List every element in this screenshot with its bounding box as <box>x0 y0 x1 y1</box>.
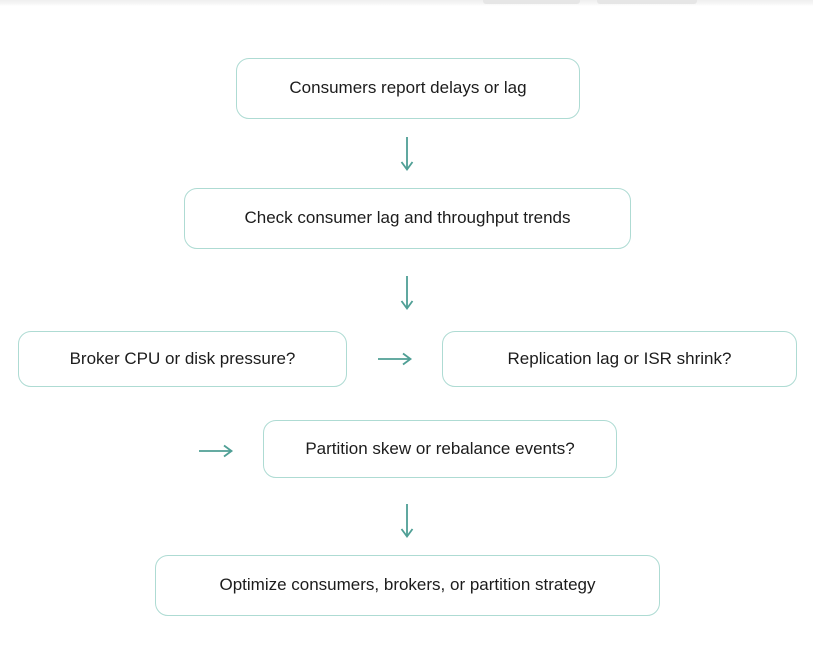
flowchart-node-check-lag: Check consumer lag and throughput trends <box>184 188 631 249</box>
node-label: Partition skew or rebalance events? <box>305 438 575 458</box>
arrow-right-icon <box>376 350 414 368</box>
top-edge-button-2[interactable] <box>597 0 697 4</box>
arrow-down-icon <box>398 135 416 173</box>
node-label: Consumers report delays or lag <box>289 78 527 98</box>
flowchart-node-replication-lag: Replication lag or ISR shrink? <box>442 331 797 387</box>
flowchart-node-broker-pressure: Broker CPU or disk pressure? <box>18 331 347 387</box>
flowchart-node-partition-skew: Partition skew or rebalance events? <box>263 420 617 478</box>
arrow-down-icon <box>398 502 416 540</box>
flowchart-node-optimize: Optimize consumers, brokers, or partitio… <box>155 555 660 616</box>
node-label: Broker CPU or disk pressure? <box>69 348 296 368</box>
flowchart-node-start: Consumers report delays or lag <box>236 58 580 119</box>
arrow-right-icon <box>197 442 235 460</box>
node-label: Check consumer lag and throughput trends <box>244 208 571 228</box>
arrow-down-icon <box>398 274 416 312</box>
top-toolbar-strip <box>0 0 813 6</box>
node-label: Replication lag or ISR shrink? <box>507 348 732 368</box>
node-label: Optimize consumers, brokers, or partitio… <box>219 575 596 595</box>
top-edge-button-1[interactable] <box>483 0 580 4</box>
